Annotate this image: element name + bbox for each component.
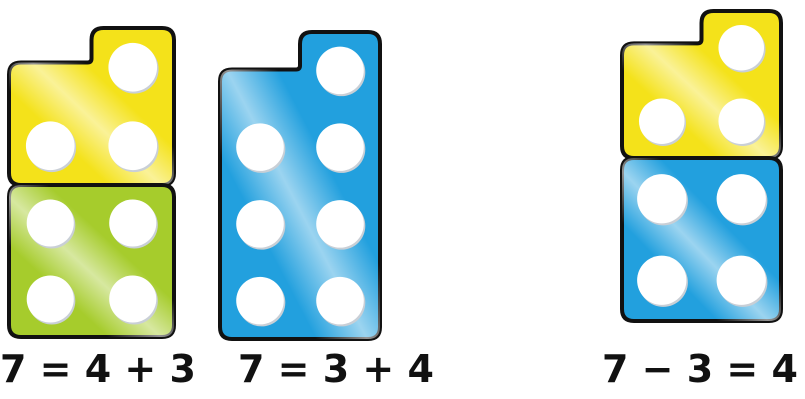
equation-2: 7 = 3 + 4: [238, 350, 434, 388]
equation-1: 7 = 4 + 3: [0, 350, 196, 388]
peg: [316, 277, 364, 325]
rod-2-1-value-7: [220, 32, 380, 339]
peg: [637, 256, 686, 305]
peg: [316, 200, 364, 248]
peg: [236, 200, 284, 248]
peg: [236, 277, 284, 325]
peg: [639, 98, 685, 144]
peg: [717, 174, 766, 223]
rod-3-1-value-3: [622, 11, 781, 158]
peg: [109, 275, 156, 322]
peg: [108, 121, 157, 170]
rod-1-2-value-4: [9, 185, 174, 337]
peg: [316, 47, 364, 95]
equation-3: 7 − 3 = 4: [602, 350, 798, 388]
peg: [26, 121, 75, 170]
peg: [316, 123, 364, 171]
rod-1-1-value-3: [9, 28, 174, 185]
peg: [236, 123, 284, 171]
rod-3-2-value-4: [622, 158, 781, 321]
peg: [27, 199, 74, 246]
peg: [108, 43, 157, 92]
peg: [718, 98, 764, 144]
peg: [27, 275, 74, 322]
peg: [109, 199, 156, 246]
peg: [637, 174, 686, 223]
number-rods-diagram: [0, 0, 805, 345]
peg: [717, 256, 766, 305]
peg: [718, 25, 764, 71]
